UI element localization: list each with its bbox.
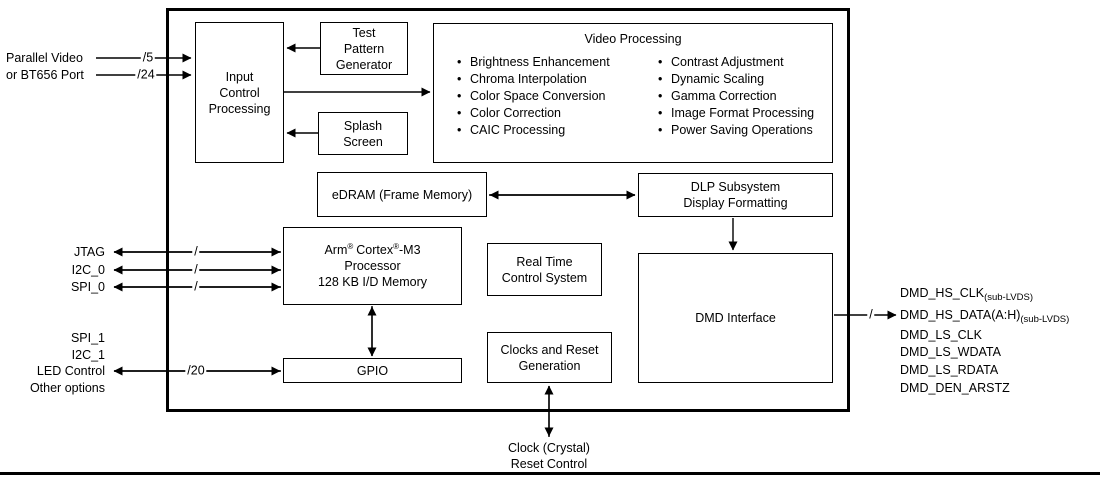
block-label: Splash [343,118,383,133]
label-gpio-ports: SPI_1 I2C_1 LED Control Other options [10,330,105,396]
label-control-ports: JTAG I2C_0 SPI_0 [20,244,105,297]
signal-dmd-ls-wdata: DMD_LS_WDATA [900,345,1001,359]
block-edram-frame-memory: eDRAM (Frame Memory) [317,172,487,217]
bus-slash-spi0: / [192,279,200,294]
block-gpio: GPIO [283,358,462,383]
processor-name: Arm®Cortex®-M3 [324,241,421,257]
bus-slash-i2c0: / [192,262,200,277]
block-input-control-processing: Input Control Processing [195,22,284,163]
bus-width-gpio: /20 [185,363,207,378]
block-label: 128 KB I/D Memory [317,275,428,289]
feature-item: CAIC Processing [455,122,656,139]
controller-outline [166,8,850,412]
bus-slash-dmd-data: / [867,307,875,322]
signal-subscript: (sub-LVDS) [1020,313,1070,325]
label-clock-reset: Clock (Crystal) Reset Control [449,441,649,472]
block-video-processing: Video Processing Brightness Enhancement … [433,23,833,163]
page-divider-rule [0,472,1100,475]
bus-width-parallel-video: /5 [140,50,156,65]
block-clocks-and-reset-generation: Clocks and Reset Generation [487,332,612,383]
signal-subscript: (sub-LVDS) [984,291,1033,303]
registered-trademark: ® [347,241,354,251]
bus-slash-jtag: / [192,244,200,259]
block-label: eDRAM (Frame Memory) [331,187,473,202]
input-label-line: Parallel Video [6,51,83,65]
feature-item: Contrast Adjustment [656,54,832,71]
block-label: Input [225,69,254,84]
feature-item: Dynamic Scaling [656,71,832,88]
block-test-pattern-generator: Test Pattern Generator [320,22,408,75]
block-label: Real Time [516,254,573,269]
block-label: Generator [335,57,393,72]
feature-item: Gamma Correction [656,88,832,105]
feature-item: Brightness Enhancement [455,54,656,71]
feature-item: Color Correction [455,105,656,122]
block-label: Clocks and Reset [500,342,599,357]
video-processing-feature-column-2: Contrast Adjustment Dynamic Scaling Gamm… [656,54,832,139]
block-label: DLP Subsystem [690,180,781,194]
feature-item: Image Format Processing [656,105,832,122]
block-arm-cortex-m3-processor: Arm®Cortex®-M3 Processor 128 KB I/D Memo… [283,227,462,305]
signal-dmd-hs-data: DMD_HS_DATA(A:H)(sub-LVDS) [900,308,1070,325]
port-label: I2C_1 [71,347,105,362]
block-dlp-subsystem-display-formatting: DLP Subsystem Display Formatting [638,173,833,217]
signal-dmd-den-arstz: DMD_DEN_ARSTZ [900,381,1010,395]
port-label: SPI_1 [70,331,105,345]
block-splash-screen: Splash Screen [318,112,408,155]
video-processing-title: Video Processing [584,32,682,46]
block-label: Generation [518,358,581,373]
port-label: LED Control [36,364,105,378]
block-label: Test [352,25,376,40]
block-dmd-interface: DMD Interface [638,253,833,383]
feature-item: Chroma Interpolation [455,71,656,88]
block-real-time-control-system: Real Time Control System [487,243,602,296]
bus-width-bt656: /24 [135,67,157,82]
registered-trademark: ® [393,241,400,251]
feature-item: Power Saving Operations [656,122,832,139]
reset-label: Reset Control [510,456,588,471]
feature-item: Color Space Conversion [455,88,656,105]
block-label: Pattern [343,41,385,56]
signal-dmd-ls-rdata: DMD_LS_RDATA [900,363,999,377]
signal-dmd-hs-clk: DMD_HS_CLK(sub-LVDS) [900,286,1033,303]
video-processing-feature-column-1: Brightness Enhancement Chroma Interpolat… [455,54,656,139]
label-parallel-video-input: Parallel Video or BT656 Port [6,50,84,84]
block-label: Control System [501,270,588,285]
video-processing-features: Brightness Enhancement Chroma Interpolat… [434,54,832,139]
block-label: Control [219,85,260,100]
port-label: I2C_0 [71,262,105,277]
signal-dmd-ls-clk: DMD_LS_CLK [900,328,982,342]
block-label: Processing [208,101,271,116]
block-label: GPIO [356,363,389,378]
block-label: Processor [344,259,401,273]
clock-label: Clock (Crystal) [508,441,590,455]
block-label: Display Formatting [683,196,788,210]
input-label-line: or BT656 Port [6,68,84,82]
port-label: SPI_0 [70,280,105,294]
block-label: DMD Interface [695,311,776,325]
port-label: JTAG [73,245,105,259]
port-label: Other options [29,380,105,395]
block-label: Screen [343,134,383,149]
